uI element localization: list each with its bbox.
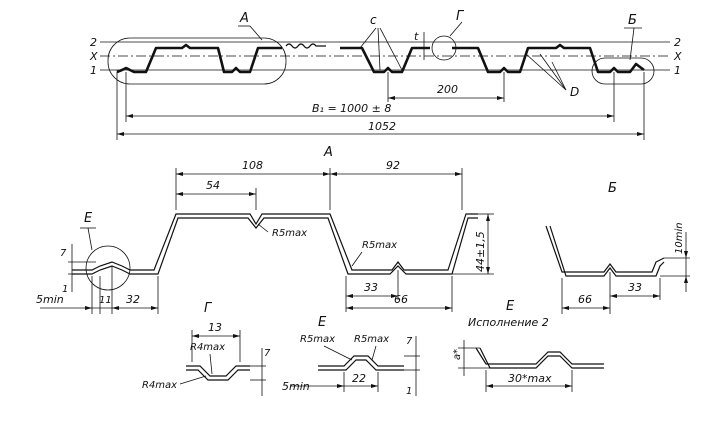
- dim-b1: B₁ = 1000 ± 8: [312, 102, 391, 115]
- dim-7: 7: [60, 248, 67, 259]
- dim-54: 54: [206, 179, 220, 192]
- callout-a-outline: [107, 37, 287, 85]
- dim-108: 108: [242, 159, 263, 172]
- dim-200: 200: [437, 83, 458, 96]
- radius-r5max-1: R5max: [272, 228, 307, 239]
- profile-left-segment: [116, 43, 282, 74]
- dim-33: 33: [364, 281, 378, 294]
- line-1-label-right: 1: [674, 64, 681, 77]
- dim-33-b: 33: [628, 281, 642, 294]
- line-x-label-left: X: [89, 50, 98, 63]
- dim-1: 1: [62, 284, 68, 295]
- view-b-profile: [545, 225, 665, 273]
- callout-g-circle: [431, 35, 457, 61]
- view-e-variant-2: Е Исполнение 2 а* 30*max: [452, 299, 604, 392]
- view-a: А Е 108 54 92 R5max R5max: [36, 145, 494, 314]
- callout-g-label: Г: [456, 9, 465, 24]
- dim-11: 11: [99, 295, 112, 306]
- profile-right-segment: [452, 43, 645, 74]
- thickness-label: t: [414, 30, 419, 43]
- view-e-title: Е: [318, 315, 327, 330]
- view-e2-subtitle: Исполнение 2: [468, 316, 549, 329]
- radius-r5max-e2: R5max: [354, 334, 389, 345]
- view-e: Е R5max R5max 7 1 5min 22: [282, 315, 420, 397]
- dim-92: 92: [386, 159, 400, 172]
- dim-30max: 30*max: [508, 372, 552, 385]
- dim-1052: 1052: [368, 120, 396, 133]
- view-a-title: А: [323, 145, 333, 160]
- callout-d-label: D: [570, 85, 579, 99]
- top-profile-view: 2 X 1 2 X 1 А Г Б с t D: [89, 9, 682, 140]
- line-1-label-left: 1: [90, 64, 97, 77]
- dim-1-e: 1: [406, 386, 412, 397]
- callout-e-label: Е: [84, 211, 93, 226]
- dim-5min-e: 5min: [282, 380, 310, 393]
- dim-44: 44±1,5: [474, 231, 487, 272]
- dim-a: а*: [452, 349, 463, 360]
- view-e-profile: [318, 355, 404, 367]
- radius-r4max-1: R4max: [190, 342, 225, 353]
- callout-b-outline: [591, 57, 655, 85]
- view-e2-profile: [475, 347, 604, 365]
- radius-r5max-2: R5max: [362, 240, 397, 251]
- view-g-profile: [186, 365, 250, 377]
- line-2-label-right: 2: [674, 36, 681, 49]
- dim-13: 13: [208, 321, 222, 334]
- dim-7-g: 7: [264, 348, 271, 359]
- dim-66-b: 66: [578, 293, 592, 306]
- line-x-label-right: X: [673, 50, 682, 63]
- dim-10min: 10min: [674, 222, 685, 254]
- callout-a-label: А: [239, 11, 249, 26]
- view-g-title: Г: [204, 301, 213, 316]
- dim-66: 66: [394, 293, 408, 306]
- view-a-profile: [72, 213, 478, 271]
- radius-r4max-2: R4max: [142, 380, 177, 391]
- radius-r5max-e1: R5max: [300, 334, 335, 345]
- callout-c-label: с: [370, 13, 377, 27]
- callout-e-circle: [85, 245, 131, 291]
- dim-7-e: 7: [406, 336, 413, 347]
- view-g: Г 13 R4max R4max 7: [142, 301, 271, 396]
- view-b-title: Б: [608, 181, 617, 196]
- dim-32: 32: [126, 293, 140, 306]
- line-2-label-left: 2: [90, 36, 97, 49]
- dim-5min: 5min: [36, 293, 64, 306]
- callout-b-label: Б: [628, 13, 637, 28]
- profile-middle-segment: [340, 46, 430, 74]
- view-b: Б 10min 33 66: [545, 181, 690, 314]
- view-e2-title: Е: [506, 299, 515, 314]
- dim-22: 22: [352, 372, 366, 385]
